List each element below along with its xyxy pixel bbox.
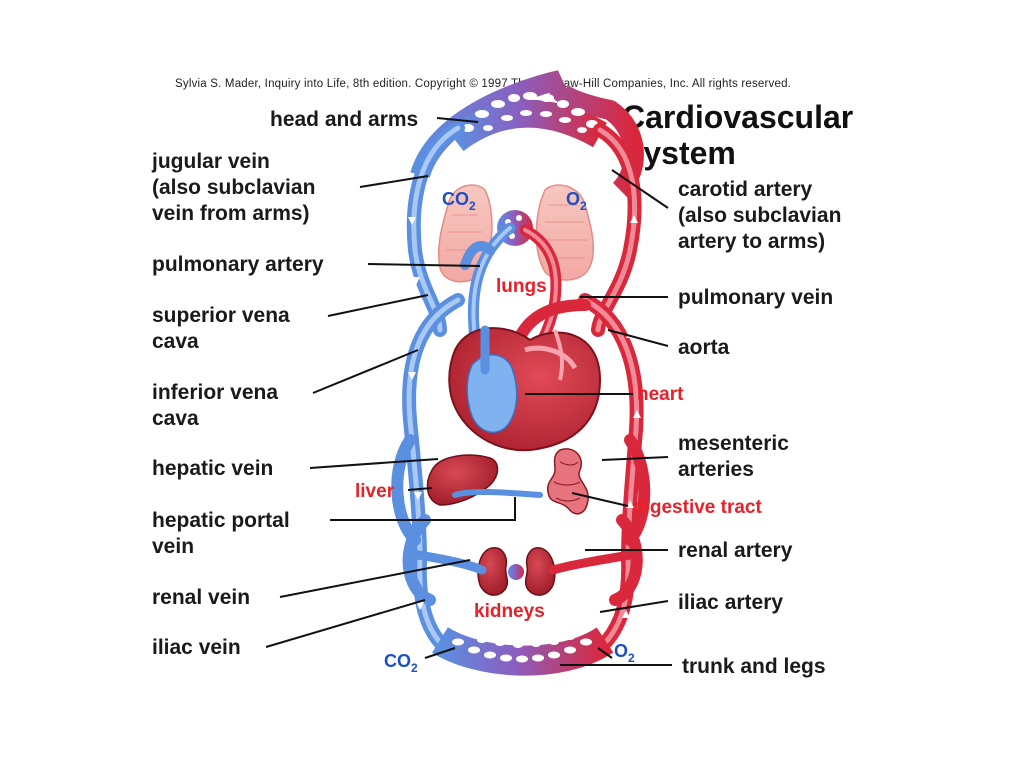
systemic-arteries [578,123,651,662]
diagram-title-line-1: Cardiovascular [622,99,853,135]
heart-organ [448,325,602,452]
label-jugular-vein-3: vein from arms) [152,202,310,225]
capillary-bed-trunk-legs [432,626,614,676]
label-aorta: aorta [678,336,730,359]
label-digestive-tract: digestive tract [633,497,762,518]
label-o2-trunk: O2 [614,641,635,665]
label-jugular-vein-2: (also subclavian [152,176,315,199]
digestive-tract-organ [547,448,589,515]
liver-organ [426,454,543,506]
label-iliac-vein: iliac vein [152,636,241,659]
label-head-and-arms: head and arms [270,108,418,131]
label-hepatic-vein: hepatic vein [152,457,273,480]
label-renal-artery: renal artery [678,539,793,562]
label-renal-vein: renal vein [152,586,250,609]
label-superior-vena-cava-1: superior vena [152,304,290,327]
label-pulmonary-vein: pulmonary vein [678,286,833,309]
leader-lines [265,117,672,666]
copyright-credit: Sylvia S. Mader, Inquiry into Life, 8th … [175,78,791,90]
label-lungs: lungs [496,276,547,297]
label-co2-lungs: CO2 [442,189,476,213]
systemic-veins [391,121,465,662]
label-superior-vena-cava-2: cava [152,330,199,353]
label-mesenteric-arteries-2: arteries [678,458,754,481]
label-trunk-and-legs: trunk and legs [682,655,826,678]
label-o2-lungs: O2 [566,189,587,213]
label-inferior-vena-cava-2: cava [152,407,199,430]
renal-vessels [413,550,635,575]
label-co2-trunk: CO2 [384,651,418,675]
label-iliac-artery: iliac artery [678,591,783,614]
label-kidneys: kidneys [474,601,545,622]
label-hepatic-portal-vein-2: vein [152,535,194,558]
label-hepatic-portal-vein-1: hepatic portal [152,509,290,532]
label-carotid-artery-3: artery to arms) [678,230,825,253]
label-carotid-artery-2: (also subclavian [678,204,841,227]
label-heart: heart [637,384,684,405]
label-liver: liver [355,481,395,502]
label-mesenteric-arteries-1: mesenteric [678,432,789,455]
label-carotid-artery-1: carotid artery [678,178,813,201]
label-pulmonary-artery: pulmonary artery [152,253,324,276]
capillary-bed-head-arms [410,70,644,198]
label-jugular-vein-1: jugular vein [151,150,270,173]
kidneys-organ [477,547,556,596]
label-inferior-vena-cava-1: inferior vena [152,381,278,404]
